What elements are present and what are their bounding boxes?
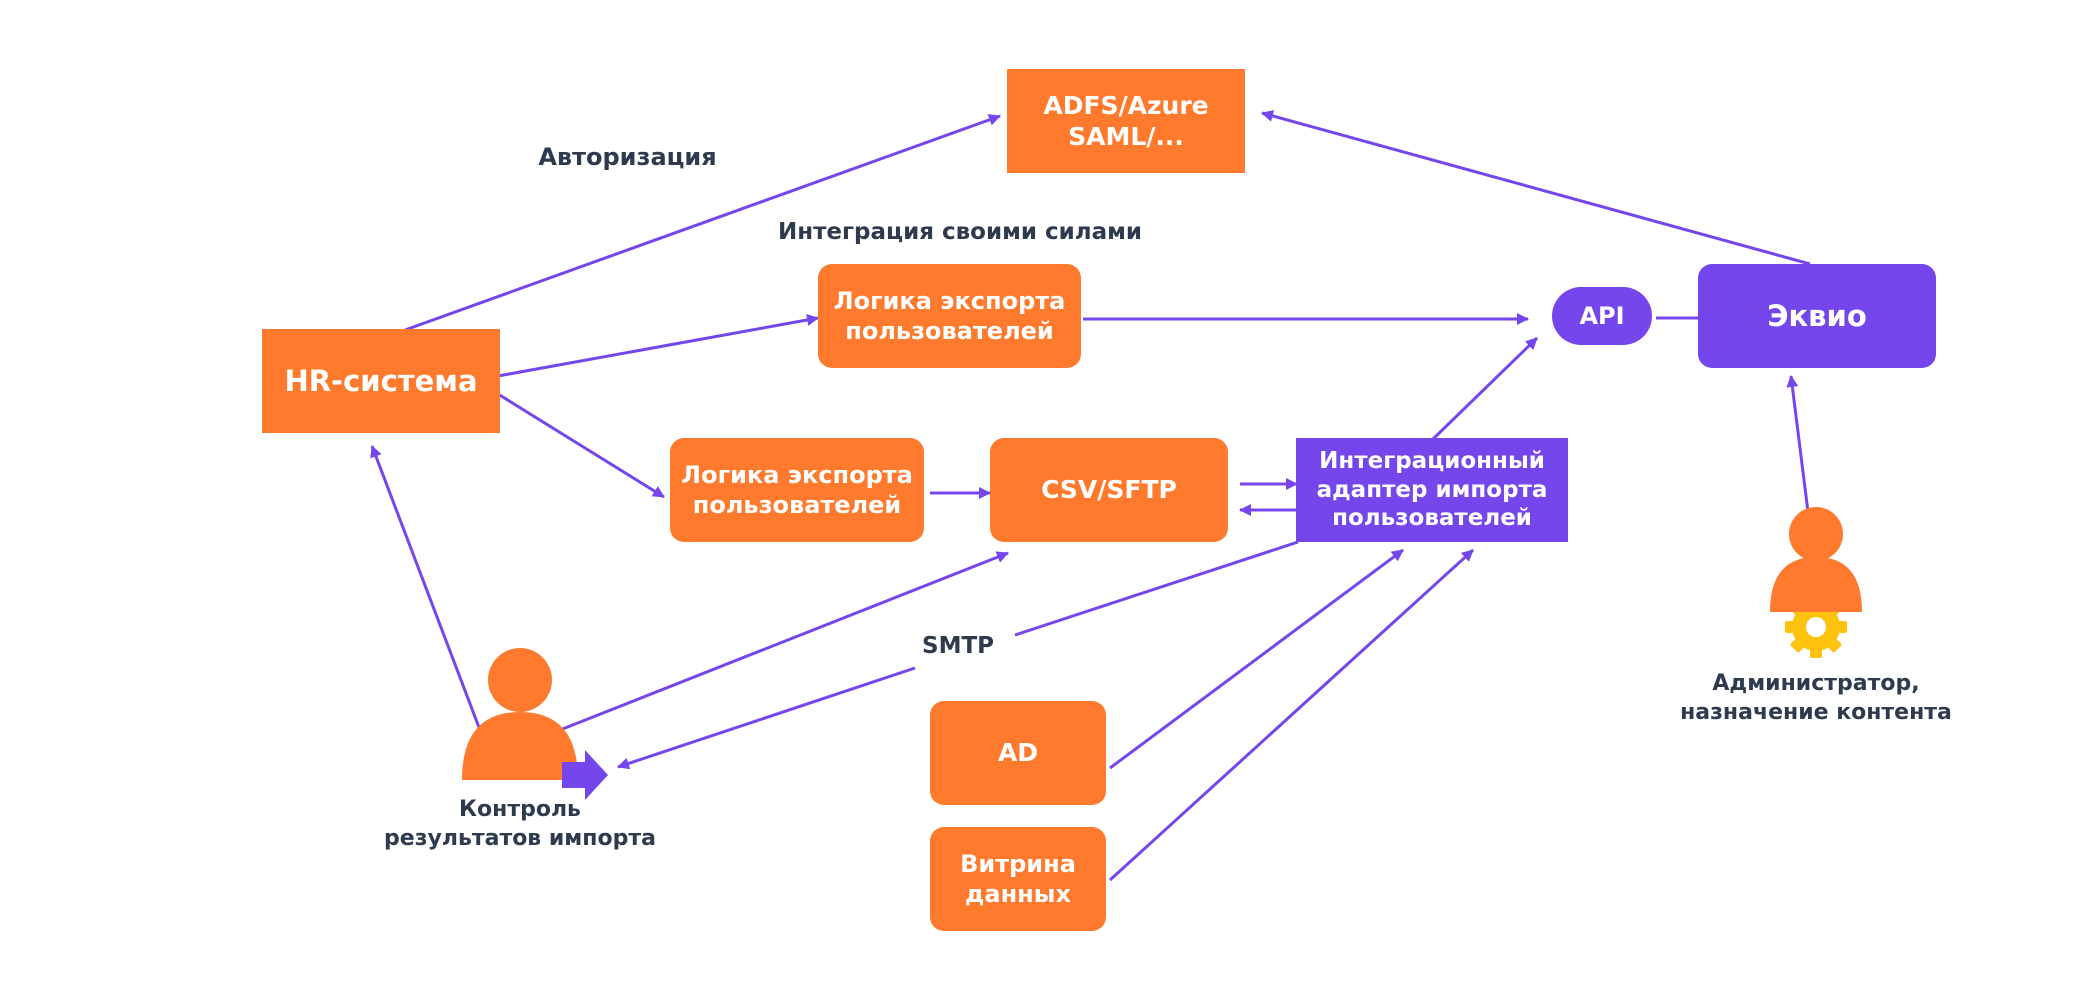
node-ekvio: Эквио — [1698, 264, 1936, 368]
node-hr-system: HR-система — [262, 329, 500, 433]
arrow-adapter-to-api — [1430, 336, 1539, 442]
arrow-hr-to-export-mid — [497, 392, 665, 499]
arrow-hr-to-adfs — [404, 114, 1001, 332]
arrow-ad-to-adapter — [1109, 548, 1404, 770]
arrow-smtp-to-control — [617, 666, 916, 770]
node-data-showcase: Витрина данных — [930, 827, 1106, 931]
label-administrator: Администратор, назначение контента — [1680, 671, 1952, 725]
label-self-integration: Интеграция своими силами — [777, 219, 1143, 245]
node-csv-sftp: CSV/SFTP — [990, 438, 1228, 542]
person-arrow-icon — [462, 648, 608, 800]
arrow-control-to-csv — [559, 551, 1009, 732]
arrow-admin-to-ekvio — [1786, 375, 1810, 513]
arrow-control-to-hr — [370, 445, 482, 731]
arrow-vitrina-to-adapter — [1108, 548, 1475, 882]
node-adfs: ADFS/Azure SAML/... — [1007, 69, 1245, 173]
arrow-ekvio-to-adfs — [1261, 110, 1811, 266]
node-ad: AD — [930, 701, 1106, 805]
node-integration-adapter: Интеграционный адаптер импорта пользоват… — [1296, 438, 1568, 542]
label-smtp: SMTP — [906, 632, 1010, 662]
label-import-control: Контроль результатов импорта — [384, 797, 656, 851]
node-api: API — [1552, 287, 1652, 345]
label-authorization: Авторизация — [538, 143, 717, 171]
node-export-logic-mid: Логика экспорта пользователей — [670, 438, 924, 542]
person-gear-icon — [1770, 507, 1862, 658]
arrow-hr-to-export-top — [497, 314, 819, 378]
node-export-logic-top: Логика экспорта пользователей — [818, 264, 1081, 368]
line-adapter-to-smtp — [1014, 540, 1299, 637]
